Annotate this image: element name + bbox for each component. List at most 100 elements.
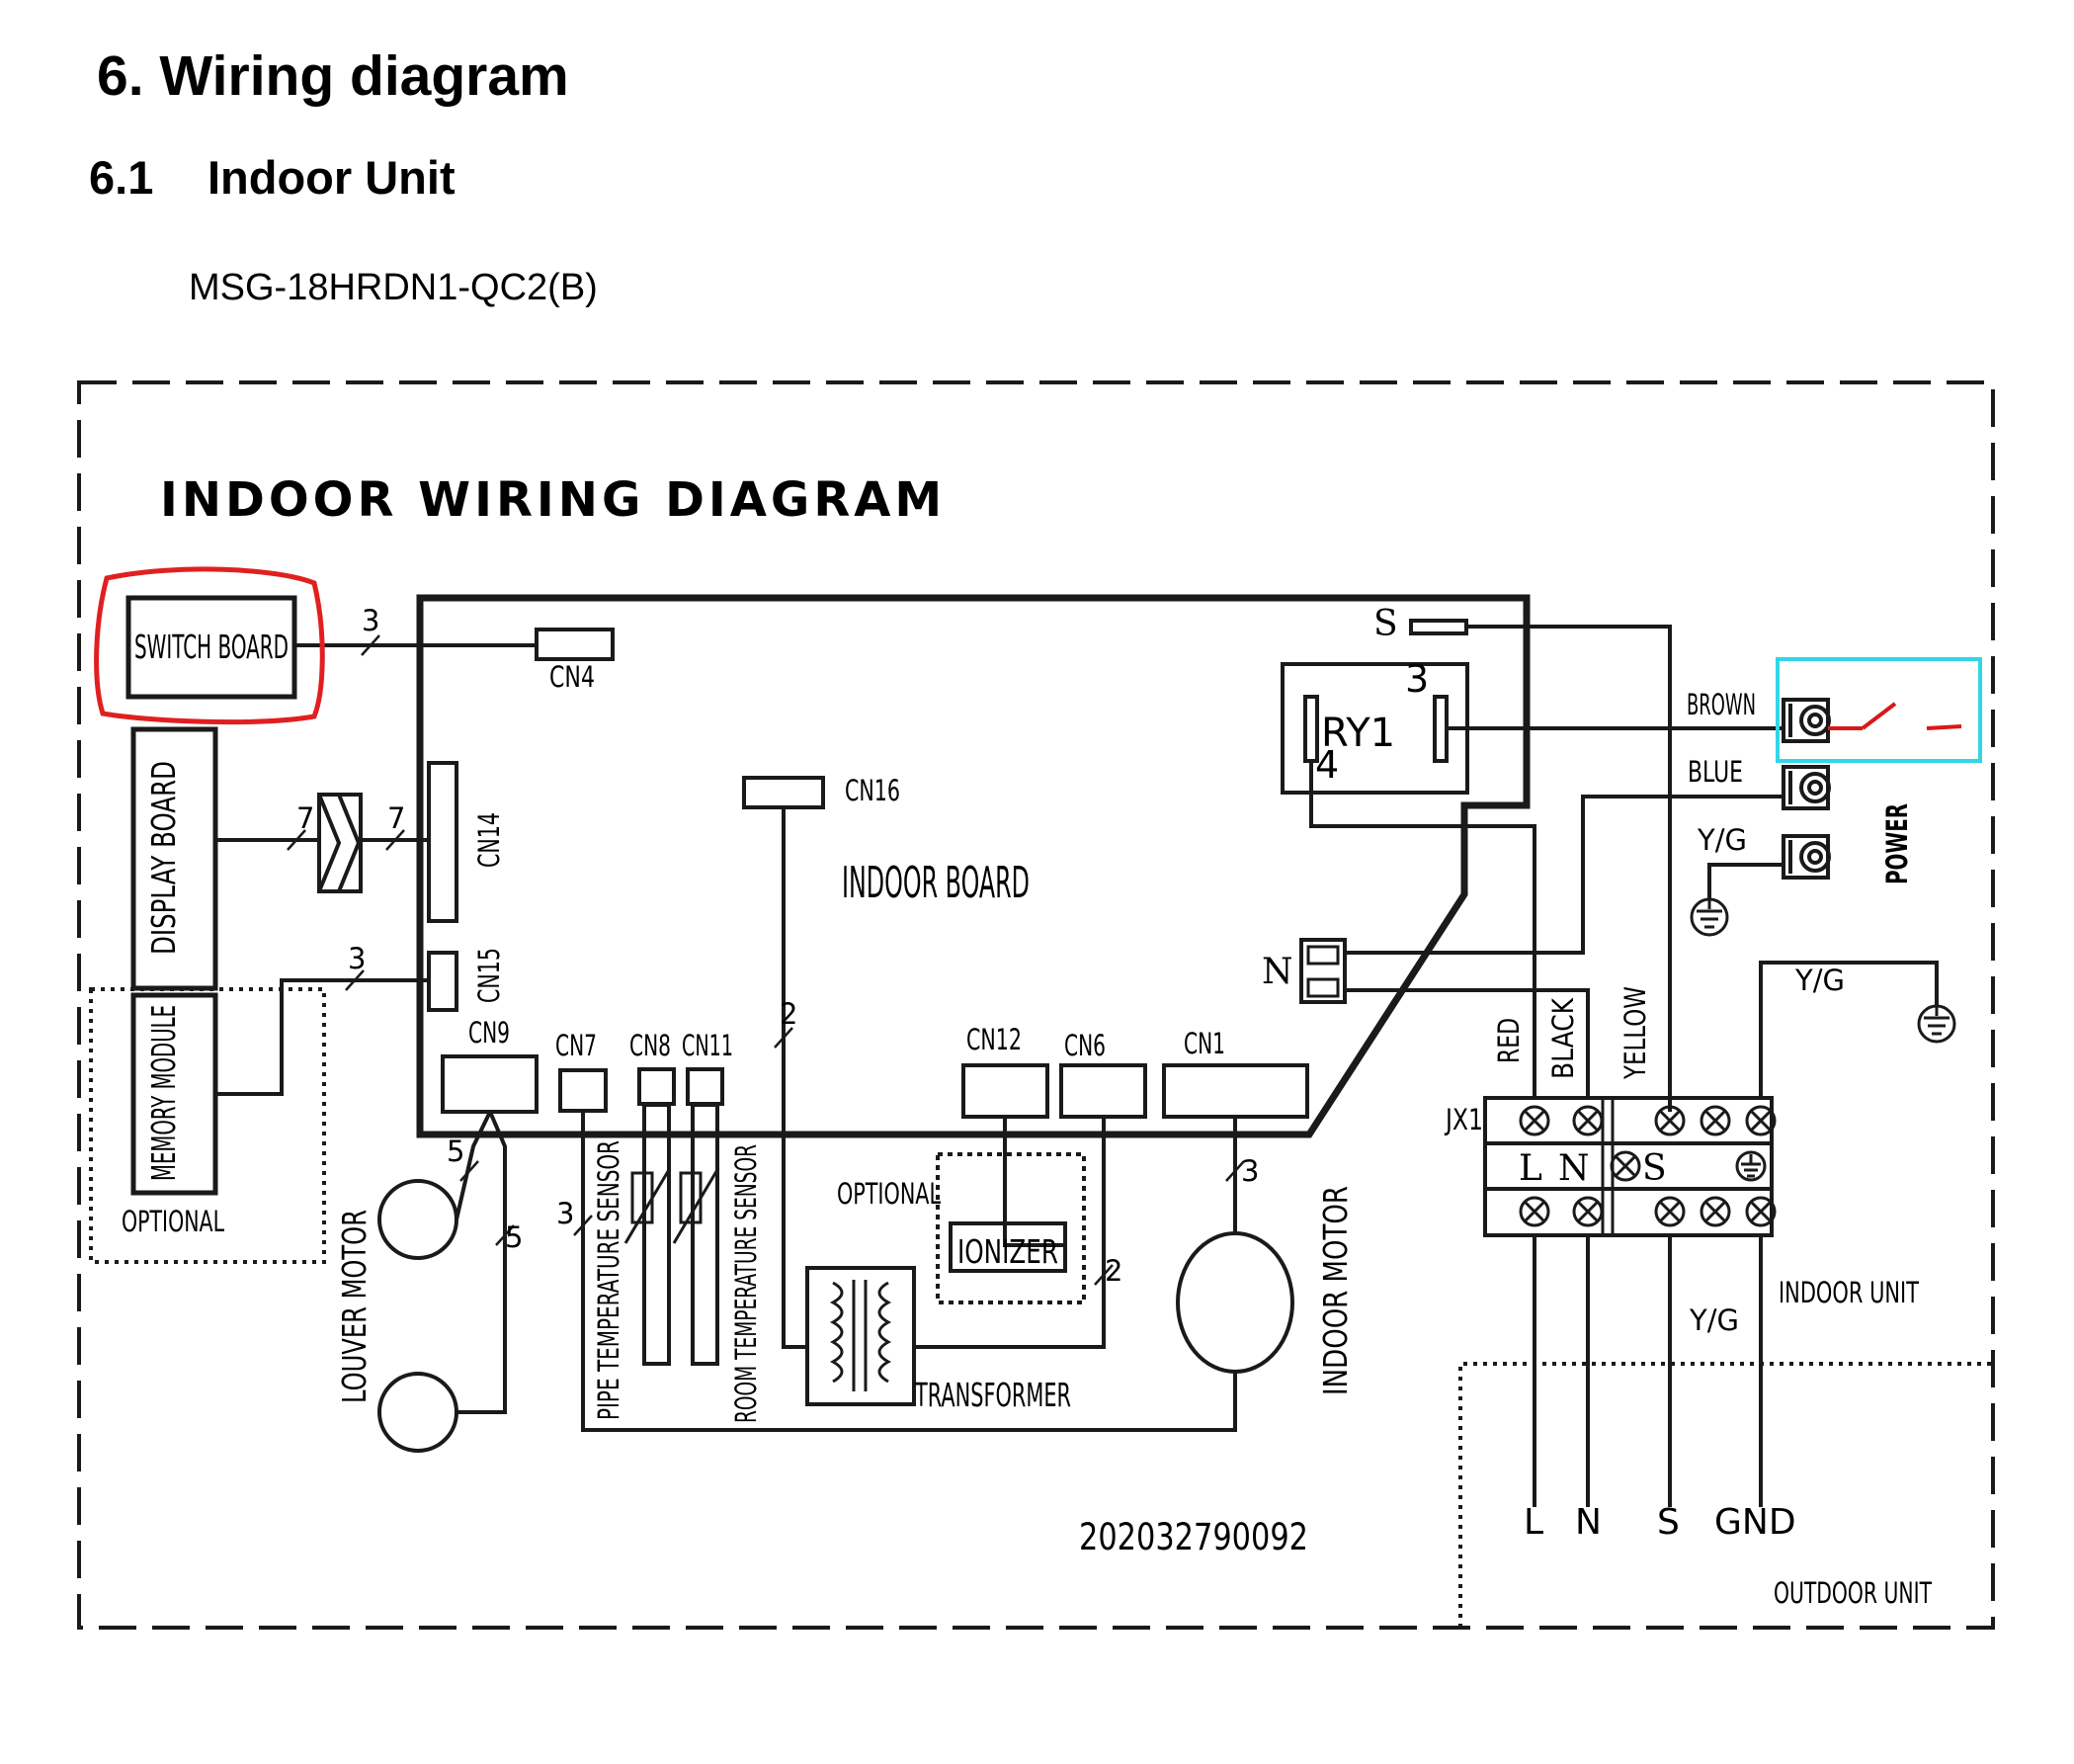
cn8-label: CN8 <box>629 1029 671 1062</box>
cn12-connector <box>961 1063 1049 1119</box>
louver-motor-label: LOUVER MOTOR <box>335 1210 373 1403</box>
power-terminal-blue <box>1782 765 1831 810</box>
indoor-motor-label: INDOOR MOTOR <box>1316 1186 1355 1395</box>
jx1-N-label: N <box>1558 1148 1590 1189</box>
cn15-label: CN15 <box>472 948 506 1003</box>
cn8-connector <box>637 1067 676 1106</box>
wire-count-display-a: 7 <box>296 801 314 835</box>
outdoor-S-label: S <box>1657 1502 1680 1543</box>
indoor-board-label: INDOOR BOARD <box>842 858 1030 908</box>
optional-box-ionizer <box>936 1152 1086 1304</box>
display-plug-icon <box>317 793 363 893</box>
jx1-screw-row-top <box>1519 1105 1777 1136</box>
cn4-connector <box>535 628 615 661</box>
cn4-label: CN4 <box>549 660 595 694</box>
cn11-connector <box>686 1067 724 1106</box>
ionizer-label: IONIZER <box>957 1232 1058 1271</box>
s-terminal-label: S <box>1373 604 1398 644</box>
cn7-connector <box>558 1068 608 1113</box>
subsection-title: Indoor Unit <box>207 151 456 204</box>
jx1-ground-symbol-icon <box>1735 1150 1767 1182</box>
ground-icon-right <box>1917 1004 1956 1044</box>
jx1-screw-row-bottom <box>1519 1196 1777 1227</box>
red-wire-label: RED <box>1492 1018 1526 1063</box>
switch-board-label: SWITCH BOARD <box>134 628 289 666</box>
optional-left-label: OPTIONAL <box>122 1205 224 1238</box>
jx1-terminal-block <box>1483 1096 1774 1237</box>
black-wire-label: BLACK <box>1546 997 1580 1079</box>
outdoor-N-label: N <box>1575 1502 1602 1543</box>
wire-count-motor: 3 <box>1241 1154 1259 1188</box>
jx1-L-label: L <box>1519 1148 1542 1189</box>
cn6-label: CN6 <box>1064 1029 1106 1062</box>
n-terminal-block <box>1299 938 1347 1004</box>
wire-count-switch: 3 <box>362 604 379 637</box>
s-terminal <box>1409 619 1468 635</box>
indoor-motor-circle <box>1176 1231 1294 1374</box>
display-board-label: DISPLAY BOARD <box>144 761 183 955</box>
optional-mid-label: OPTIONAL <box>837 1177 941 1211</box>
outdoor-gnd-label: GND <box>1714 1502 1796 1543</box>
diagram-frame <box>77 380 1995 1630</box>
cn1-connector <box>1162 1063 1309 1119</box>
display-board-box <box>130 726 218 991</box>
cn9-label: CN9 <box>468 1016 510 1050</box>
cn9-connector <box>441 1054 539 1114</box>
diagram-title: INDOOR WIRING DIAGRAM <box>160 472 946 528</box>
power-terminal-brown <box>1782 698 1831 743</box>
indoor-board-outline <box>416 594 1531 1138</box>
optional-box-left <box>89 987 326 1264</box>
jx1-label: JX1 <box>1444 1103 1483 1136</box>
memory-module-label: MEMORY MODULE <box>144 1005 183 1181</box>
pipe-sensor-body <box>642 1103 671 1366</box>
blue-wire-label: BLUE <box>1688 755 1743 789</box>
yellow-wire-label: YELLOW <box>1618 986 1652 1080</box>
pipe-sensor-label: PIPE TEMPERATURE SENSOR <box>592 1140 625 1420</box>
drawing-code: 202032790092 <box>1079 1516 1308 1558</box>
switch-board-highlight <box>94 566 325 725</box>
wire-count-louver-b: 5 <box>505 1220 523 1254</box>
ry1-pin4-label: 4 <box>1315 743 1339 787</box>
yg-power-label: Y/G <box>1697 823 1747 857</box>
subsection-number: 6.1 <box>89 151 154 204</box>
ry1-pin3-label: 3 <box>1405 657 1429 701</box>
outdoor-unit-label: OUTDOOR UNIT <box>1774 1576 1932 1610</box>
cn12-label: CN12 <box>966 1023 1022 1056</box>
ry1-contact-right <box>1433 695 1449 763</box>
transformer-label: TRANSFORMER <box>914 1376 1071 1414</box>
cn7-label: CN7 <box>555 1029 597 1062</box>
louver-motor-circle-1 <box>377 1179 458 1260</box>
wire-count-pipe: 3 <box>556 1197 574 1230</box>
section-heading: 6. Wiring diagram <box>97 44 569 108</box>
cn16-connector <box>742 776 825 809</box>
room-sensor-label: ROOM TEMPERATURE SENSOR <box>729 1144 763 1423</box>
transformer-box <box>805 1266 916 1406</box>
cn14-connector <box>427 761 458 923</box>
ry1-label: RY1 <box>1321 711 1395 756</box>
n-terminal-label: N <box>1262 952 1293 992</box>
cn6-connector <box>1059 1063 1147 1119</box>
jx1-S-label: S <box>1642 1148 1667 1189</box>
cn1-label: CN1 <box>1184 1027 1225 1060</box>
indoor-unit-label: INDOOR UNIT <box>1779 1276 1919 1309</box>
brown-wire-label: BROWN <box>1687 688 1756 721</box>
cn15-connector <box>427 951 458 1012</box>
wire-count-louver-a: 5 <box>447 1134 464 1168</box>
power-terminal-highlight <box>1776 657 1982 763</box>
ground-icon-power <box>1690 897 1729 937</box>
jx1-bridge-screw <box>1610 1150 1641 1182</box>
wire-count-ionizer: 2 <box>1105 1254 1122 1288</box>
wire-count-cn16: 2 <box>780 997 797 1031</box>
power-terminal-yg <box>1782 834 1831 880</box>
cn11-label: CN11 <box>682 1029 733 1062</box>
yg-lower-label: Y/G <box>1689 1303 1739 1337</box>
subsection-heading: 6.1 Indoor Unit <box>89 150 456 205</box>
power-label: POWER <box>1880 803 1914 884</box>
room-sensor-body <box>691 1103 719 1366</box>
yg-right-label: Y/G <box>1794 964 1845 997</box>
louver-motor-circle-2 <box>377 1372 458 1453</box>
outdoor-L-label: L <box>1524 1502 1543 1543</box>
model-number: MSG-18HRDN1-QC2(B) <box>189 267 598 308</box>
wire-count-cn15: 3 <box>348 942 366 975</box>
